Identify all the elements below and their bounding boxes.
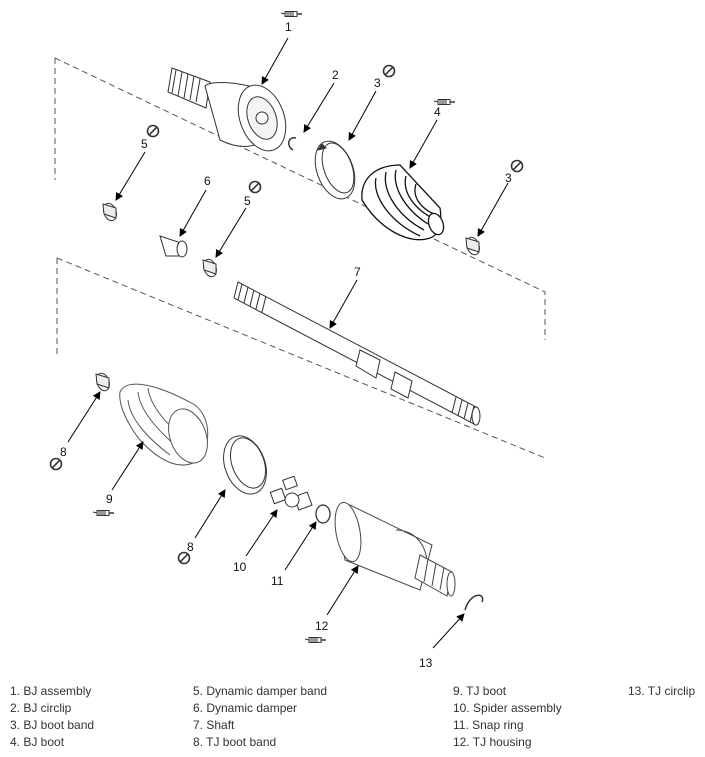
dynamic-damper-band-lower — [202, 258, 217, 278]
legend-item: 2. BJ circlip — [10, 701, 72, 715]
legend-item: 1. BJ assembly — [10, 684, 92, 698]
callout-4: 4 — [434, 105, 441, 119]
grease-icon — [304, 636, 327, 644]
callout-11: 11 — [271, 574, 284, 588]
legend-item: 5. Dynamic damper band — [193, 684, 328, 698]
callout-7: 7 — [354, 265, 361, 279]
bj-circlip — [288, 137, 297, 151]
dynamic-damper-band-upper — [102, 202, 117, 222]
bj-boot — [361, 164, 445, 241]
do-not-reuse-icon — [146, 124, 160, 138]
grease-icon — [280, 10, 303, 18]
do-not-reuse-icon — [248, 180, 262, 194]
legend-item: 6. Dynamic damper — [193, 701, 298, 715]
tj-housing — [334, 501, 456, 597]
tj-boot-band-upper — [95, 372, 110, 392]
callout-8b: 8 — [187, 540, 194, 554]
bj-assembly — [167, 67, 287, 152]
callout-3: 3 — [374, 76, 381, 90]
exploded-drive-shaft-diagram: 1 2 3 4 5 6 5 7 8 9 8 10 11 12 13 3 — [49, 10, 546, 670]
callout-5a: 5 — [141, 137, 148, 151]
bj-boot-band-large — [314, 140, 356, 200]
do-not-reuse-icon — [382, 64, 396, 78]
callout-8a: 8 — [60, 445, 67, 459]
shaft — [233, 281, 481, 426]
callout-12: 12 — [315, 619, 329, 633]
legend-item: 12. TJ housing — [453, 735, 532, 749]
legend-item: 10. Spider assembly — [453, 701, 562, 715]
leader-lines — [67, 37, 509, 649]
tj-boot — [119, 383, 209, 466]
spider-assembly — [269, 475, 313, 511]
legend-column-4: 13. TJ circlip — [628, 683, 695, 700]
tj-boot-band-large — [223, 435, 267, 495]
legend-item: 13. TJ circlip — [628, 684, 696, 698]
legend-item: 7. Shaft — [193, 718, 235, 732]
callout-2: 2 — [332, 68, 339, 82]
legend-item: 3. BJ boot band — [10, 718, 95, 732]
legend-item: 9. TJ boot — [453, 684, 507, 698]
callout-10: 10 — [233, 560, 247, 574]
dynamic-damper — [159, 235, 188, 258]
grease-icon — [92, 509, 115, 517]
grease-icon — [433, 98, 456, 106]
callout-9: 9 — [106, 492, 113, 506]
do-not-reuse-icon — [510, 159, 524, 173]
callout-1: 1 — [285, 20, 292, 34]
do-not-reuse-icon — [49, 457, 63, 471]
bj-group-outline — [54, 57, 546, 459]
callout-6: 6 — [204, 174, 211, 188]
legend-item: 8. TJ boot band — [193, 735, 277, 749]
tj-circlip — [464, 594, 484, 611]
legend-column-2: 5. Dynamic damper band 6. Dynamic damper… — [193, 683, 327, 751]
snap-ring — [315, 504, 331, 524]
callout-5b: 5 — [244, 194, 251, 208]
callout-labels: 1 2 3 4 5 6 5 7 8 9 8 10 11 12 13 3 — [60, 20, 512, 670]
legend-column-1: 1. BJ assembly 2. BJ circlip 3. BJ boot … — [10, 683, 94, 751]
bj-boot-band-small — [465, 236, 480, 256]
callout-3b: 3 — [505, 171, 512, 185]
legend-item: 11. Snap ring — [453, 718, 524, 732]
do-not-reuse-icon — [177, 551, 191, 565]
callout-13: 13 — [419, 656, 433, 670]
legend-item: 4. BJ boot — [10, 735, 65, 749]
legend-column-3: 9. TJ boot 10. Spider assembly 11. Snap … — [453, 683, 562, 751]
